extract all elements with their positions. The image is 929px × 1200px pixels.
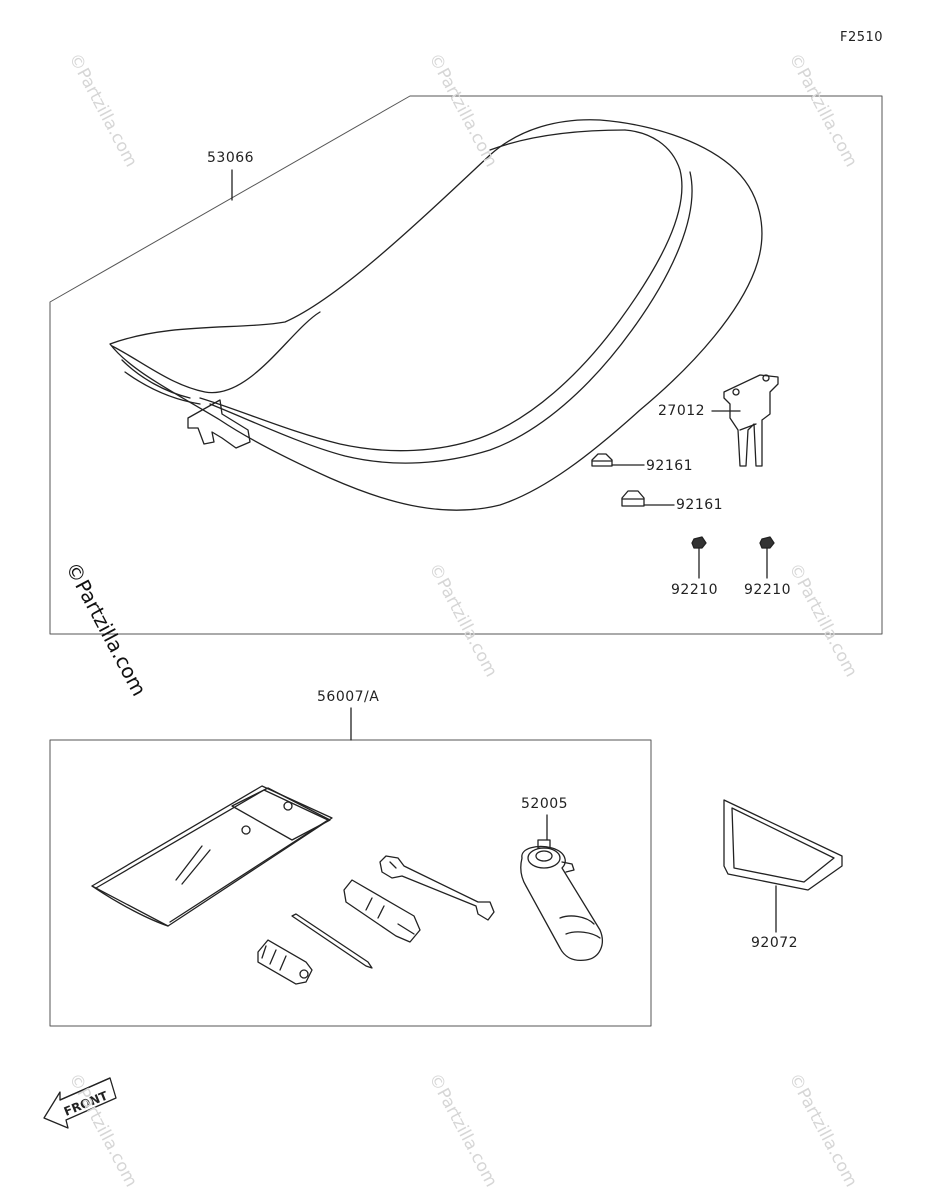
nut-right-drawing	[759, 536, 775, 549]
part-label-clip-upper[interactable]: 92161	[646, 458, 694, 474]
tool-kit-frame	[49, 739, 652, 1027]
part-label-clip-lower[interactable]: 92161	[676, 497, 724, 513]
open-end-wrench-drawing	[379, 855, 495, 921]
box-wrench-drawing	[343, 879, 421, 943]
figure-id: F2510	[840, 30, 884, 45]
front-arrow-icon	[43, 1077, 117, 1129]
clip-lower-drawing	[621, 490, 645, 507]
tool-pouch-drawing	[91, 785, 333, 927]
gasket-drawing	[723, 799, 843, 891]
seat-hook-drawing	[723, 374, 779, 467]
seat-drawing	[109, 119, 763, 511]
screwdriver-shaft-drawing	[291, 913, 373, 969]
nut-left-drawing	[691, 536, 707, 549]
pump-drawing	[520, 839, 603, 962]
part-label-nut-left[interactable]: 92210	[671, 582, 719, 598]
part-label-seat[interactable]: 53066	[207, 150, 255, 166]
part-label-gasket[interactable]: 92072	[751, 935, 799, 951]
part-label-pump[interactable]: 52005	[521, 796, 569, 812]
part-label-seat-hook[interactable]: 27012	[658, 403, 706, 419]
part-label-nut-right[interactable]: 92210	[744, 582, 792, 598]
clip-upper-drawing	[591, 453, 613, 467]
screwdriver-handle-drawing	[257, 939, 313, 985]
seat-group-frame	[49, 95, 883, 635]
part-label-tool-kit[interactable]: 56007/A	[317, 689, 380, 705]
